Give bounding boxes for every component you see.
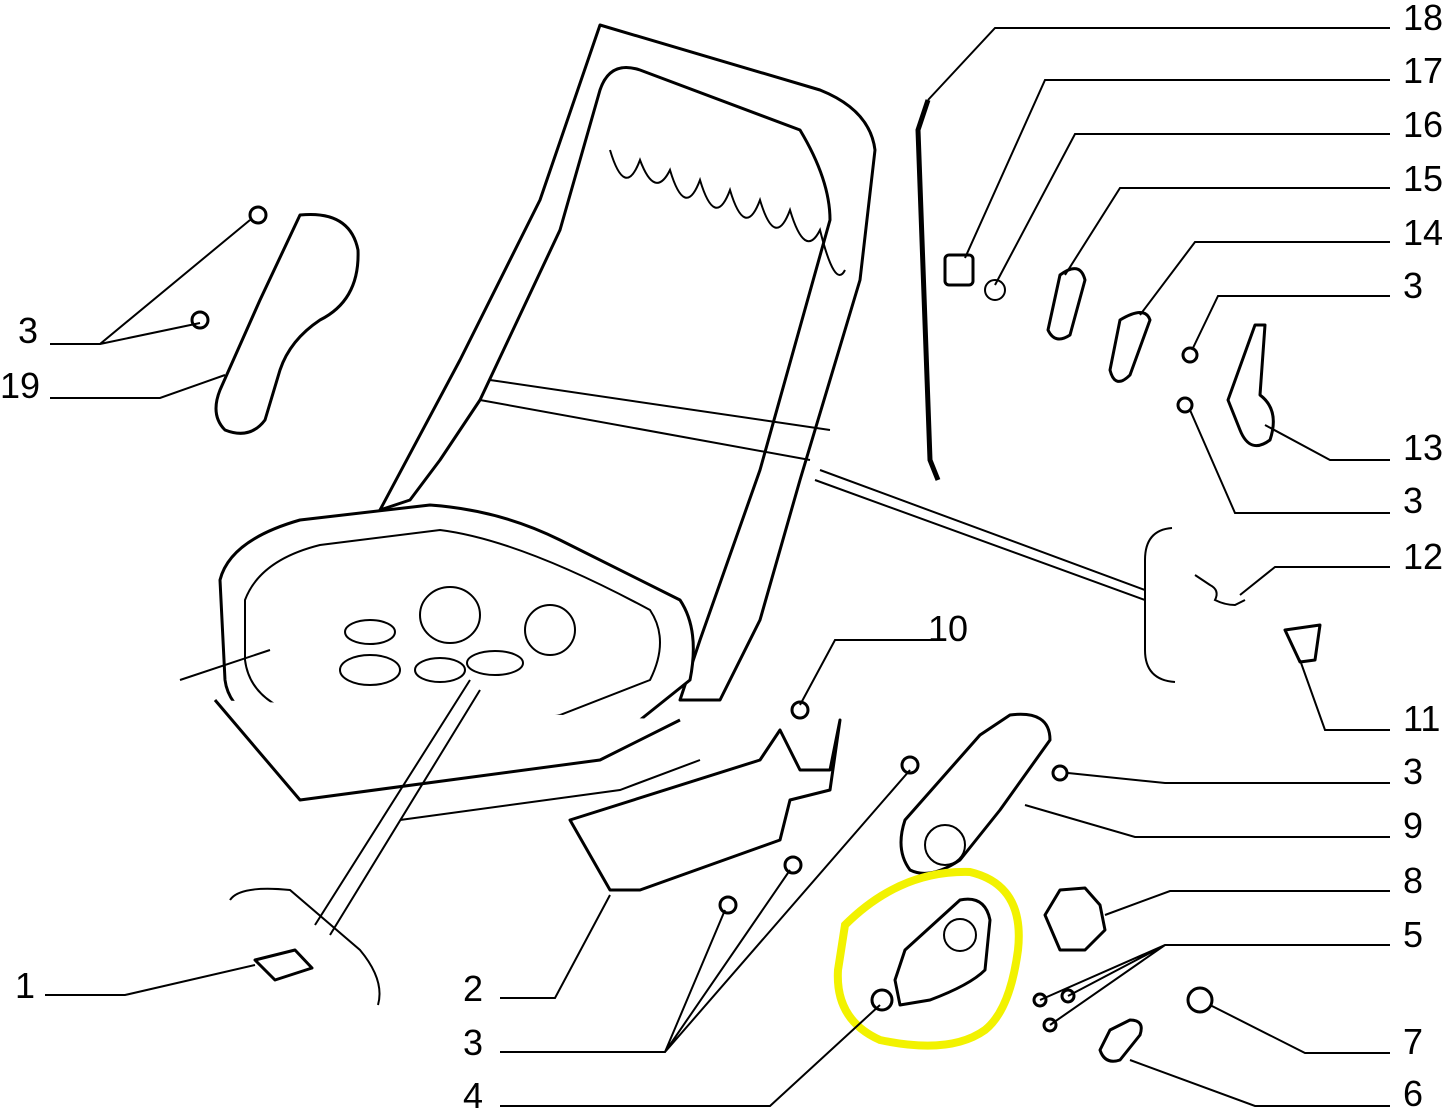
label-7: 7 bbox=[1403, 1021, 1423, 1062]
label-3c: 3 bbox=[1403, 751, 1423, 792]
label-3-left: 3 bbox=[18, 310, 38, 351]
part-9-cover bbox=[899, 712, 1052, 875]
label-12: 12 bbox=[1403, 536, 1443, 577]
label-16: 16 bbox=[1403, 104, 1443, 145]
part-17 bbox=[943, 253, 975, 287]
part-4-lever bbox=[893, 897, 992, 1007]
screw-3b bbox=[1176, 396, 1194, 414]
label-2: 2 bbox=[463, 968, 483, 1009]
part-7 bbox=[1186, 986, 1214, 1014]
screw-10 bbox=[790, 700, 810, 720]
label-15: 15 bbox=[1403, 158, 1443, 199]
part-12-spring bbox=[1194, 574, 1246, 607]
part-6-cap bbox=[1098, 1018, 1143, 1063]
label-1: 1 bbox=[15, 965, 35, 1006]
screws-left-3 bbox=[190, 205, 268, 330]
part-1-pad bbox=[253, 948, 314, 982]
bracket-11-12 bbox=[1144, 527, 1176, 683]
label-18: 18 bbox=[1403, 0, 1443, 38]
label-14: 14 bbox=[1403, 212, 1443, 253]
part-18-rod bbox=[915, 99, 941, 481]
label-6: 6 bbox=[1403, 1073, 1423, 1108]
label-13: 13 bbox=[1403, 427, 1443, 468]
leader-lines bbox=[45, 27, 1390, 1107]
part-13 bbox=[1226, 323, 1275, 448]
screw-3a bbox=[1181, 346, 1199, 364]
part-8-knob bbox=[1043, 886, 1107, 952]
part-16-spring bbox=[984, 279, 1006, 301]
label-19: 19 bbox=[0, 365, 40, 406]
label-3a: 3 bbox=[1403, 265, 1423, 306]
highlight-ring bbox=[833, 867, 1023, 1050]
part-19-cover bbox=[214, 212, 360, 435]
part-2-shield bbox=[568, 718, 842, 892]
label-10: 10 bbox=[928, 608, 968, 649]
label-11: 11 bbox=[1403, 698, 1440, 739]
part-11-clip bbox=[1283, 623, 1322, 664]
screw-3c bbox=[1051, 764, 1069, 782]
part-14 bbox=[1108, 311, 1152, 383]
label-5: 5 bbox=[1403, 914, 1423, 955]
label-4: 4 bbox=[463, 1075, 483, 1108]
label-3-bottom: 3 bbox=[463, 1022, 483, 1063]
seat-frame bbox=[179, 23, 877, 821]
label-8: 8 bbox=[1403, 860, 1423, 901]
label-3b: 3 bbox=[1403, 480, 1423, 521]
part-15 bbox=[1046, 267, 1087, 341]
label-17: 17 bbox=[1403, 50, 1443, 91]
label-9: 9 bbox=[1403, 805, 1423, 846]
